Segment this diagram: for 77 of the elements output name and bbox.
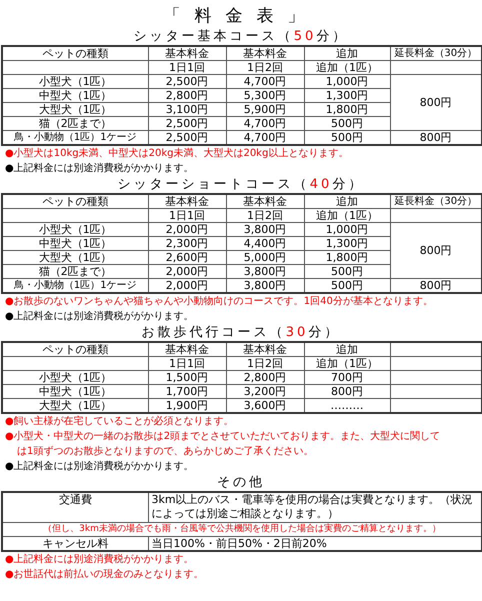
note-text: ●上記料金には別途消費税ががかります。 — [4, 310, 194, 324]
table-cell: 3,800円 — [226, 264, 304, 278]
table-cell: 1,000円 — [304, 74, 390, 88]
table-cell: 1日2回 — [226, 208, 304, 222]
table-cell: 3,100円 — [148, 102, 226, 116]
table-cell: 追加 — [304, 194, 390, 208]
table-cell: 1日1回 — [148, 356, 226, 370]
table-cell: 猫（2匹まで） — [2, 264, 148, 278]
table-cell: 小型犬（1匹） — [2, 222, 148, 236]
table-cell: 1日1回 — [148, 60, 226, 74]
table-cell: 追加（1匹） — [304, 60, 390, 74]
note-text: ●上記料金には別途消費税がかかります。 — [4, 460, 194, 474]
note-text: ●お世話代は前払いの現金のみとなります。 — [4, 568, 204, 582]
table-cell: 1日1回 — [148, 208, 226, 222]
table-cell: 基本料金 — [148, 194, 226, 208]
table-cell: 中型犬（1匹） — [2, 88, 148, 102]
table-cell: 基本料金 — [148, 46, 226, 60]
table-cell: 5,900円 — [226, 102, 304, 116]
table-cell: 延長料金（30分） — [390, 46, 482, 60]
note-text: ●お散歩のないワンちゃんや猫ちゃんや小動物向けのコースです。1回40分が基本となります。 — [4, 294, 433, 309]
table-cell: 追加（1匹） — [304, 356, 390, 370]
table-cell: （但し、3km未満の場合でも雨・台風等で公共機関を使用した場合は実費のご精算となります。） — [2, 522, 482, 536]
table-cell: 大型犬（1匹） — [2, 102, 148, 116]
table-cell: ペットの種類 — [2, 342, 148, 356]
note-text: ●小型犬は10kg未満、中型犬は20kg未満、大型犬は20kg以上となります。 — [4, 146, 348, 161]
table-cell: ペットの種類 — [2, 46, 148, 60]
table-cell: 3km以上のバス・電車等を使用の場合は実費となります。（状況によっては別途ご相談となります。） — [148, 492, 482, 522]
table-cell: 大型犬（1匹） — [2, 250, 148, 264]
table-cell: 猫（2匹まで） — [2, 116, 148, 130]
table-cell: 1,300円 — [304, 236, 390, 250]
table-cell: 1,800円 — [304, 250, 390, 264]
table-cell: 500円 — [304, 264, 390, 278]
table-cell: 2,500円 — [148, 74, 226, 88]
table-cell: 1日2回 — [226, 60, 304, 74]
page-title: 「料金表」 — [164, 5, 318, 28]
table-cell: 追加 — [304, 342, 390, 356]
table-cell: 4,700円 — [226, 116, 304, 130]
table-cell: 700円 — [304, 370, 390, 384]
table-cell: 小型犬（1匹） — [2, 370, 148, 384]
table-cell: 基本料金 — [226, 342, 304, 356]
table-cell: 延長料金（30分） — [390, 194, 482, 208]
table-cell: 1,800円 — [304, 102, 390, 116]
table-cell: 基本料金 — [226, 194, 304, 208]
table-cell: 4,400円 — [226, 236, 304, 250]
table-cell: 4,700円 — [226, 74, 304, 88]
table-cell: 中型犬（1匹） — [2, 384, 148, 398]
table-cell: 基本料金 — [148, 342, 226, 356]
table-cell: 800円 — [304, 384, 390, 398]
table-cell: 3,200円 — [226, 384, 304, 398]
note-text: ●上記料金には別途消費税がかかります。 — [4, 162, 194, 176]
table-cell: 小型犬（1匹） — [2, 74, 148, 88]
note-text: ●小型犬・中型犬の一緒のお散歩は2頭までとさせていただいております。また、大型犬に関しては1頭ずつのお散歩となりますので、あらかじめご了承ください。 — [4, 430, 441, 459]
table-cell: 2,000円 — [148, 264, 226, 278]
table-cell: 2,600円 — [148, 250, 226, 264]
table-cell: 交通費 — [2, 492, 148, 522]
table-cell: 2,000円 — [148, 222, 226, 236]
table-cell: 1,700円 — [148, 384, 226, 398]
table-cell: 500円 — [304, 116, 390, 130]
table-cell: 5,000円 — [226, 250, 304, 264]
note-text: ●上記料金には別途消費税がかかります。 — [4, 552, 194, 566]
section-heading: その他 — [217, 474, 265, 491]
table-cell: 2,800円 — [226, 370, 304, 384]
table-cell: 3,800円 — [226, 222, 304, 236]
table-cell: 中型犬（1匹） — [2, 236, 148, 250]
table-cell: 基本料金 — [226, 46, 304, 60]
table-cell: 2,500円 — [148, 116, 226, 130]
table-cell: 追加（1匹） — [304, 208, 390, 222]
table-cell: 1,000円 — [304, 222, 390, 236]
table-cell: 追加 — [304, 46, 390, 60]
table-cell: 2,800円 — [148, 88, 226, 102]
table-cell: 1,500円 — [148, 370, 226, 384]
table-cell: 2,300円 — [148, 236, 226, 250]
table-cell: ペットの種類 — [2, 194, 148, 208]
note-text: ●飼い主様が在宅していることが必須となります。 — [4, 414, 234, 429]
table-cell: 1日2回 — [226, 356, 304, 370]
table-cell: 5,300円 — [226, 88, 304, 102]
table-cell: 1,300円 — [304, 88, 390, 102]
